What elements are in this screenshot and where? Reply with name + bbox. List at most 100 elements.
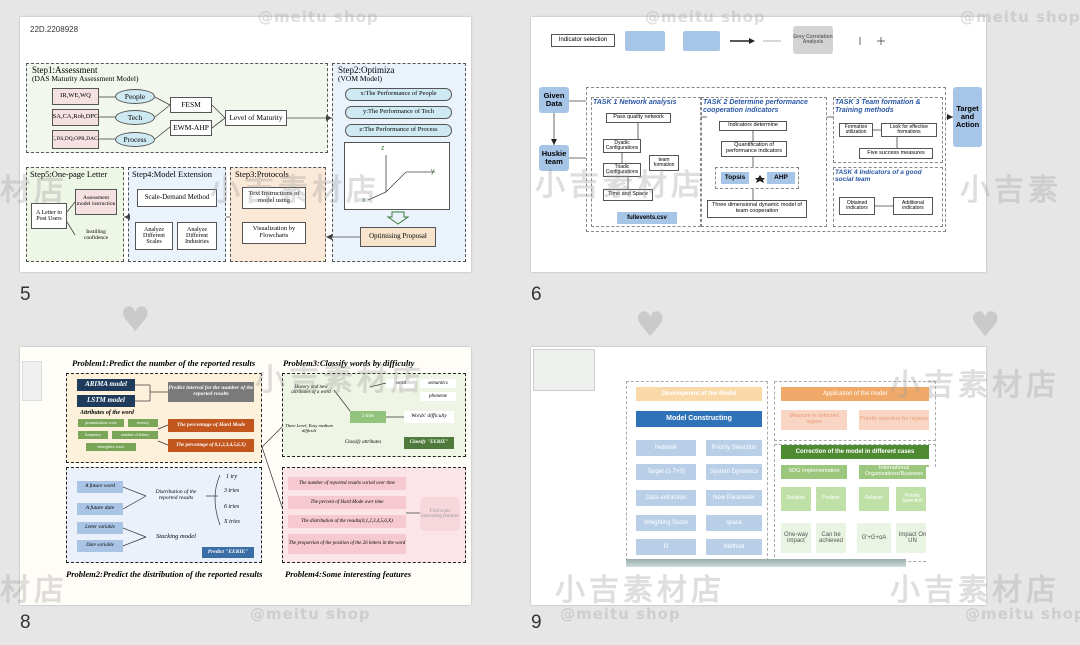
- watermark-heart-3: ♥: [970, 305, 1001, 345]
- p3-phoneme: phoneme: [420, 392, 456, 401]
- obtained-indicators: Obtained indicators: [839, 197, 875, 215]
- legend-indicator-selection: Indicator selection: [551, 34, 615, 47]
- p3-word: word: [386, 379, 416, 388]
- oval-people: People: [115, 89, 155, 104]
- attr-number-letters: number of letters: [112, 431, 158, 439]
- letter-to-post-users: A Letter to Post Users: [31, 203, 67, 229]
- slide-number-9: 9: [531, 612, 542, 633]
- item-network: Network: [636, 440, 696, 456]
- watermark-shop-5: @meitu shop: [560, 605, 681, 623]
- slide-thumbnail-8[interactable]: Problem1:Predict the number of the repor…: [20, 347, 471, 605]
- step1-subtitle: (DAS Maturity Assessment Model): [32, 74, 139, 83]
- input-box-people: IR,WE,WQ: [52, 88, 99, 105]
- instilling-confidence: Instilling confidence: [83, 229, 109, 241]
- axis-label-y: y: [431, 168, 435, 175]
- look-effective-formations: Look for effective formations: [881, 123, 937, 137]
- watermark-heart-1: ♥: [120, 300, 151, 340]
- time-and-space: Time and Space: [603, 189, 653, 201]
- application-header: Application of the model: [781, 387, 929, 401]
- problem4-title: Problem4:Some interesting features: [285, 569, 412, 579]
- future-date: A future date: [77, 503, 123, 515]
- task2-title: TASK 2 Determine performance cooperation…: [703, 99, 808, 114]
- item-weighting-score: Weighting Score: [636, 515, 696, 531]
- item-new-parameter: New Parameter: [706, 490, 762, 506]
- step2-title: Step2:Optimiza: [338, 65, 395, 75]
- white-overlay-shape: [926, 467, 986, 605]
- task2-panel: [701, 97, 827, 227]
- dark-footer-bar: [626, 559, 906, 567]
- given-data-box: Given Data: [539, 87, 569, 113]
- slide-thumbnail-5[interactable]: 22D.2208928 Step1:Assessment (DAS Maturi…: [20, 17, 471, 272]
- legend-blue-box-2: [683, 31, 720, 51]
- attr-emergence: emergence score: [86, 443, 136, 451]
- sub-relation-1: Relation: [781, 487, 811, 511]
- topsis-box: Topsis: [721, 172, 749, 184]
- stacking-model: Stacking model: [156, 532, 196, 540]
- target-action-box: Target and Action: [953, 87, 982, 147]
- slide8-connectors: [122, 382, 420, 547]
- predict-interval: Predict interval for the number of the r…: [168, 382, 254, 402]
- input-box-process: MC,DS,DQ,OPR,DACSR: [52, 130, 99, 149]
- sub-priority: Priority Selection: [896, 487, 929, 511]
- history-attributes: History and new attributes of a word: [291, 384, 331, 395]
- method-ewm-ahp: EWM-AHP: [170, 120, 212, 136]
- date-variable: Date variable: [77, 540, 123, 552]
- three-dimensional-model: Three dimensional dynamic model of team …: [707, 200, 807, 218]
- slide-thumbnail-9[interactable]: Development of the Model Model Construct…: [531, 347, 986, 605]
- attr-pronunciation: pronunciation score: [78, 419, 124, 427]
- sdg-implementation: SDG Implementation: [781, 465, 847, 479]
- international-organizations: International Organizations/Business: [859, 465, 929, 479]
- vom-3d-axes: [344, 142, 450, 210]
- axis-label-z: z: [381, 145, 385, 152]
- task4-title: TASK 4 Indicators of a good social team: [835, 169, 922, 184]
- slide-thumbnail-6[interactable]: Indicator selection Grey Correlation Ana…: [531, 17, 986, 272]
- classify-eerie: Classify "EERIE": [404, 437, 454, 449]
- oval-process: Process: [115, 132, 155, 147]
- method-fesm: FESM: [170, 97, 212, 113]
- topsis-ahp-group: [715, 167, 799, 189]
- watermark-heart-2: ♥: [635, 305, 666, 345]
- effect-impact-un: Impact On UN: [896, 523, 929, 553]
- task-outer-frame: [586, 87, 946, 232]
- slide8-mini-preview: [22, 361, 42, 401]
- problem3-title: Problem3:Classify words by difficulty: [283, 358, 415, 368]
- problem2-title: Problem2:Predict the distribution of the…: [66, 569, 263, 579]
- task1-title: TASK 1 Network analysis: [593, 99, 677, 106]
- task1-panel: [591, 97, 701, 227]
- hard-mode-percentage: The percentage of Hard Mode: [168, 419, 254, 432]
- slide6-connectors: [551, 37, 953, 207]
- oval-tech: Tech: [115, 110, 155, 125]
- find-interesting-features: Find some interesting features: [420, 497, 460, 531]
- p4-hard-mode-over-time: The percent of Hard Mode over time: [288, 496, 406, 509]
- input-box-tech: SA,CA,Rob,DPC: [52, 109, 99, 126]
- perf-tech: y:The Performance of Tech: [345, 106, 452, 119]
- lstm-model: LSTM model: [77, 395, 135, 407]
- words-difficulty: Words' difficulty: [404, 411, 454, 423]
- slide-number-5: 5: [20, 284, 31, 305]
- attr-frequency: frequency: [78, 431, 108, 439]
- protocol-text-instructions: Text Instructions of model using: [242, 187, 306, 209]
- legend-blue-box-1: [625, 31, 665, 51]
- future-word: A future word: [77, 481, 123, 493]
- scale-demand-method: Scale-Demand Method: [137, 189, 217, 207]
- model-constructing: Model Constructing: [636, 411, 762, 427]
- step2-subtitle: (VOM Model): [338, 74, 382, 83]
- sub-relation-2: Relation: [859, 487, 889, 511]
- protocol-visualization: Visualization by Flowcharts: [242, 222, 306, 244]
- effect-one-way: One-way impact: [781, 523, 811, 553]
- maturity-box: Level of Maturity: [225, 110, 287, 126]
- attr-recency: recency: [128, 419, 158, 427]
- pass-quality-network: Pass quality network: [606, 113, 671, 123]
- item-g: G: [636, 539, 696, 555]
- slide9-mini-preview: [533, 349, 595, 391]
- assessment-instruction: Assessment model instruction: [75, 189, 117, 215]
- p4-distribution: The distribution of the results(0,1,2,3,…: [288, 515, 406, 528]
- step3-title: Step3:Protocols: [235, 169, 289, 179]
- correction-header: Correction of the model in different cas…: [781, 445, 929, 459]
- task3-title: TASK 3 Team formation & Training methods: [835, 99, 921, 114]
- item-data-extraction: Data extraction: [636, 490, 696, 506]
- task4-panel: [833, 167, 943, 227]
- formation-utilization: Formation utilization: [839, 123, 873, 137]
- problem1-title: Problem1:Predict the number of the repor…: [72, 358, 256, 368]
- perf-people: x:The Performance of People: [345, 88, 452, 101]
